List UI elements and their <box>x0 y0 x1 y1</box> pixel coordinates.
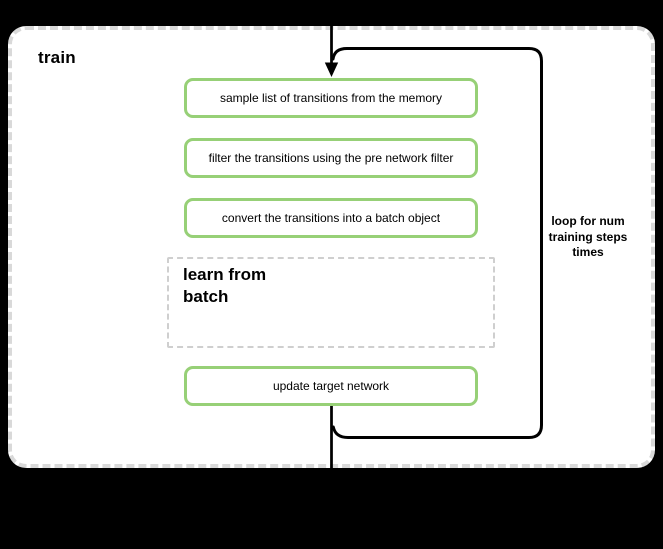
loop-annotation-line: training steps <box>548 229 628 244</box>
subprocess-learn-from-batch: learn from batch <box>167 257 495 348</box>
step-label: filter the transitions using the pre net… <box>208 151 454 165</box>
loop-annotation-line: times <box>572 245 604 259</box>
loop-annotation: loop for num training steps times <box>542 214 634 261</box>
step-label: convert the transitions into a batch obj… <box>221 211 441 225</box>
step-label: sample list of transitions from the memo… <box>219 91 443 105</box>
step-filter-transitions: filter the transitions using the pre net… <box>184 138 478 178</box>
step-update-target-network: update target network <box>184 366 478 406</box>
loop-annotation-line: loop for num <box>551 214 625 228</box>
step-convert-batch: convert the transitions into a batch obj… <box>184 198 478 238</box>
subprocess-label-line: learn from <box>183 265 267 284</box>
step-sample-transitions: sample list of transitions from the memo… <box>184 78 478 118</box>
step-label: update target network <box>272 379 390 393</box>
container-title: train <box>38 48 76 67</box>
subprocess-label-line: batch <box>183 287 229 306</box>
